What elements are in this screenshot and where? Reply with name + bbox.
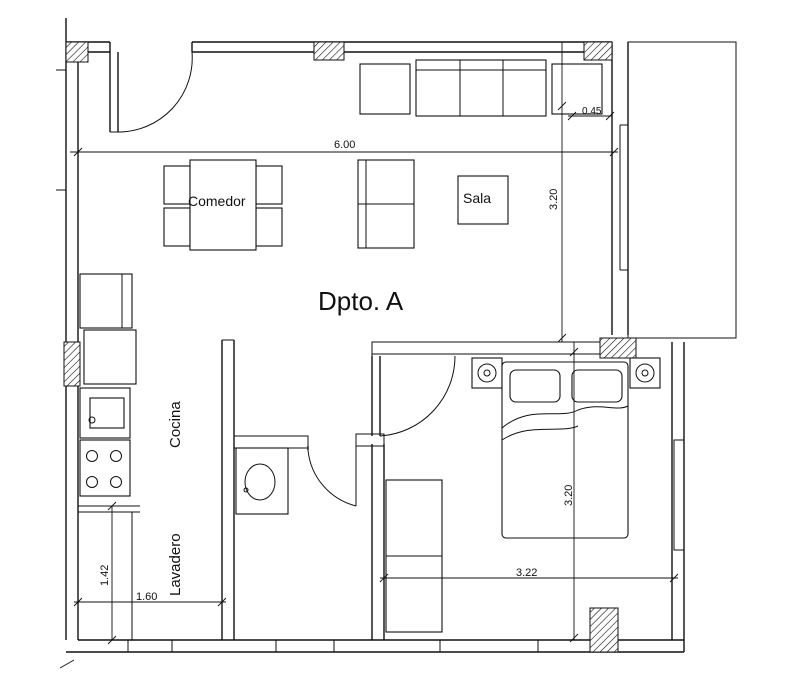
- dim-living-depth: 3.20: [548, 189, 560, 210]
- kitchen-fixtures: [79, 273, 137, 497]
- bedroom-furniture: [385, 357, 661, 633]
- room-labels: Dpto. A Comedor Sala Cocina Lavadero: [167, 190, 491, 596]
- dim-laundry-width: 1.60: [136, 591, 157, 603]
- interior-walls: [78, 339, 601, 640]
- dim-laundry-depth: 1.42: [99, 565, 111, 586]
- dim-living-width: 6.00: [334, 139, 355, 151]
- label-cocina: Cocina: [167, 401, 184, 448]
- dim-window-offset: 0.45: [582, 106, 602, 117]
- bathroom-fixtures: [235, 447, 289, 515]
- dim-bedroom-depth: 3.20: [563, 485, 575, 506]
- label-comedor: Comedor: [188, 193, 246, 209]
- unit-title: Dpto. A: [318, 286, 404, 316]
- entrance-door: [109, 51, 193, 133]
- dimension-labels: 6.00 3.20 0.45 3.20 3.22 1.42 1.60: [99, 106, 602, 603]
- dimension-lines: [59, 42, 679, 669]
- living-furniture: [357, 59, 603, 249]
- label-sala: Sala: [463, 190, 491, 206]
- exterior-walls: [56, 18, 737, 653]
- structural-columns: [63, 41, 637, 653]
- dim-bedroom-width: 3.22: [516, 567, 537, 579]
- label-lavadero: Lavadero: [167, 533, 184, 596]
- dining-table-set: [163, 159, 283, 251]
